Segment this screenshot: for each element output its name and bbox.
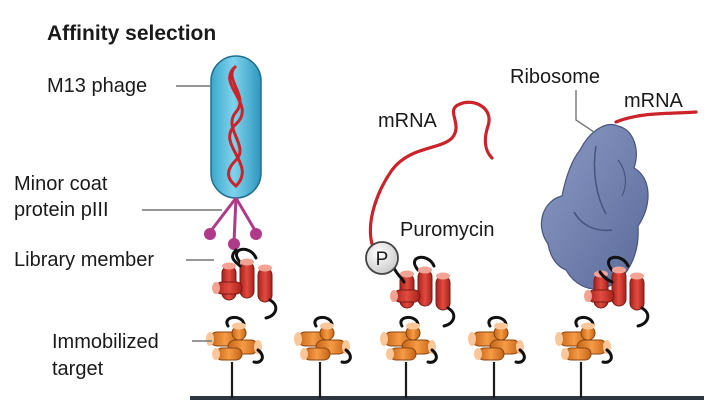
label-m13-phage: M13 phage (47, 75, 147, 97)
target-protein-icon (378, 315, 438, 364)
label-puromycin: Puromycin (400, 219, 494, 241)
library-protein-icon (388, 255, 456, 328)
phage-icon (210, 55, 262, 199)
ribosome-icon (540, 124, 649, 290)
label-target-line2: target (52, 358, 104, 380)
figure-title: Affinity selection (47, 22, 216, 45)
target-protein-icon (204, 315, 264, 364)
label-library-member: Library member (14, 249, 154, 271)
target-protein-icon (553, 315, 613, 364)
label-target-line1: Immobilized (52, 331, 159, 353)
linker-loop (231, 248, 242, 268)
coat-protein-icon (204, 197, 262, 250)
mrna-strand (368, 100, 494, 246)
target-tethers (230, 362, 583, 398)
linker-loop (598, 270, 614, 284)
leader-ribosome (575, 90, 595, 133)
mrna-strand (614, 110, 698, 124)
linker-loop (392, 266, 406, 284)
target-protein-icon (466, 315, 526, 364)
label-mrna-puromycin: mRNA (378, 110, 438, 132)
label-coat-line1: Minor coat (14, 173, 108, 195)
library-protein-icon (210, 247, 278, 320)
puromycin-icon: P (365, 241, 399, 275)
target-protein-icon (292, 315, 352, 364)
puromycin-symbol: P (376, 249, 389, 270)
label-coat-line2: protein pIII (14, 199, 109, 221)
label-mrna-ribosome: mRNA (624, 90, 684, 112)
label-ribosome: Ribosome (510, 66, 600, 88)
